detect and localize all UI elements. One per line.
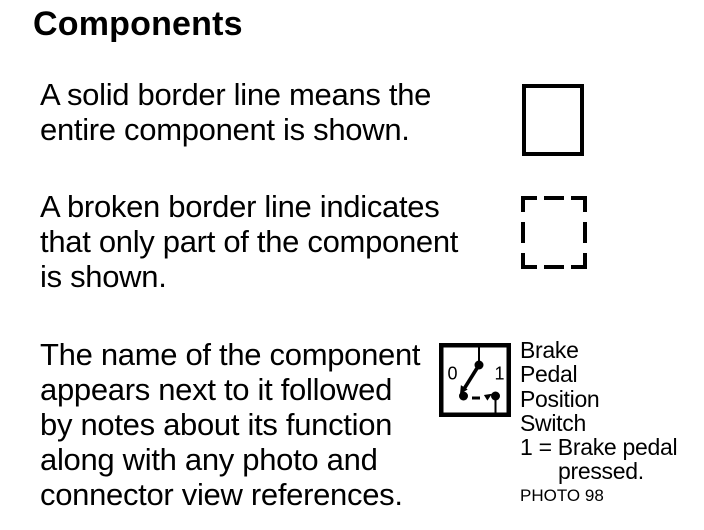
paragraph-line: A broken border line indicates [40, 189, 440, 224]
component-name-line: Brake [520, 337, 579, 363]
dash-corner-bottom-left [521, 253, 537, 269]
paragraph-line: A solid border line means the [40, 77, 432, 112]
paragraph-line: connector view references. [40, 477, 403, 512]
component-name-line: Position [520, 385, 600, 412]
component-example-label: Brake Pedal Position Switch 1 = Brake pe… [520, 337, 678, 508]
switch-position-0-label: 0 [447, 364, 457, 384]
paragraph-line: along with any photo and [40, 442, 378, 477]
component-name-line: Switch [520, 409, 586, 436]
broken-border-paragraph: A broken border line indicates that only… [40, 189, 458, 294]
switch-contact-position-0 [459, 391, 468, 401]
component-name-line: Pedal [520, 361, 578, 388]
switch-lever [462, 364, 481, 390]
solid-border-rectangle-icon [522, 84, 584, 156]
component-name-paragraph: The name of the component appears next t… [40, 337, 421, 512]
paragraph-line: by notes about its function [40, 407, 393, 442]
paragraph-line: entire component is shown. [40, 112, 410, 147]
solid-border-paragraph: A solid border line means the entire com… [40, 77, 431, 147]
paragraph-line: The name of the component [40, 337, 421, 372]
dash-corner-top-right [571, 196, 587, 212]
paragraph-line: is shown. [40, 259, 167, 294]
component-note-continuation: pressed. [558, 458, 644, 485]
dash-corner-top-left [521, 196, 537, 212]
photo-reference: PHOTO 98 [520, 485, 604, 505]
switch-position-1-label: 1 [494, 364, 504, 384]
paragraph-line: appears next to it followed [40, 372, 393, 407]
switch-travel-arrowhead [483, 393, 492, 401]
switch-frame [439, 343, 511, 417]
brake-pedal-switch-symbol-icon: 0 1 [439, 343, 511, 417]
paragraph-line: that only part of the component [40, 224, 459, 259]
page-title: Components [33, 5, 243, 43]
component-note-line: 1 = Brake pedal [520, 434, 678, 461]
dash-corner-bottom-right [571, 253, 587, 269]
switch-lever-arrowhead [460, 385, 468, 394]
broken-border-rectangle-icon [521, 196, 587, 269]
